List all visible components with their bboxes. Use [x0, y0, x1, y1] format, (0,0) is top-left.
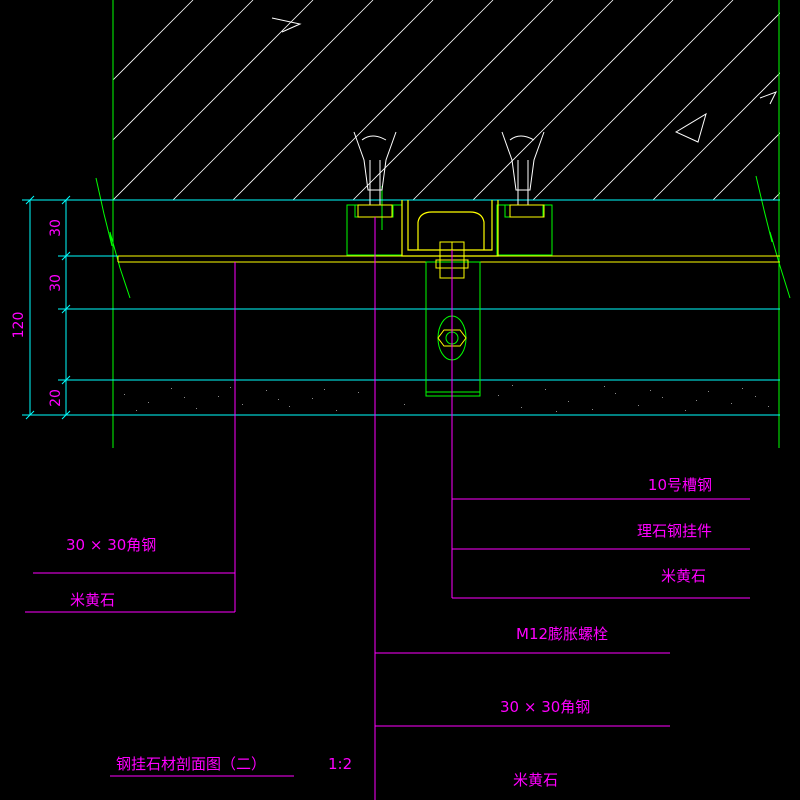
- label-travertine-left: 米黄石: [70, 591, 115, 609]
- dim-1: 30: [48, 219, 64, 237]
- label-travertine-bottom: 米黄石: [513, 771, 558, 789]
- label-marble-hanger: 理石钢挂件: [637, 522, 712, 540]
- layer-lines: [105, 199, 780, 416]
- anchor-bolt-left: [353, 131, 397, 205]
- label-angle-left: 30 × 30角钢: [66, 536, 156, 554]
- drawing-scale: 1:2: [328, 755, 352, 773]
- concrete-wall: [113, 0, 780, 200]
- anchor-bolt-right: [501, 131, 545, 205]
- wall-edges: [95, 0, 791, 448]
- label-angle-bottom: 30 × 30角钢: [500, 698, 590, 716]
- stone-slab: [124, 385, 769, 412]
- dim-2: 30: [48, 274, 64, 292]
- hanger-clip: [425, 261, 481, 397]
- leader-lines: [25, 217, 750, 800]
- hanger-plate: [117, 255, 780, 263]
- dim-3: 20: [48, 389, 64, 407]
- channel-steel: [401, 200, 499, 257]
- dim-total: 120: [11, 312, 27, 339]
- label-bolt: M12膨胀螺栓: [516, 625, 608, 643]
- dimension-line: [22, 195, 112, 420]
- label-travertine-right: 米黄石: [661, 567, 706, 585]
- label-channel-steel: 10号槽钢: [648, 476, 712, 494]
- nut-washers: [357, 204, 545, 218]
- drawing-title: 钢挂石材剖面图（二）: [116, 755, 266, 773]
